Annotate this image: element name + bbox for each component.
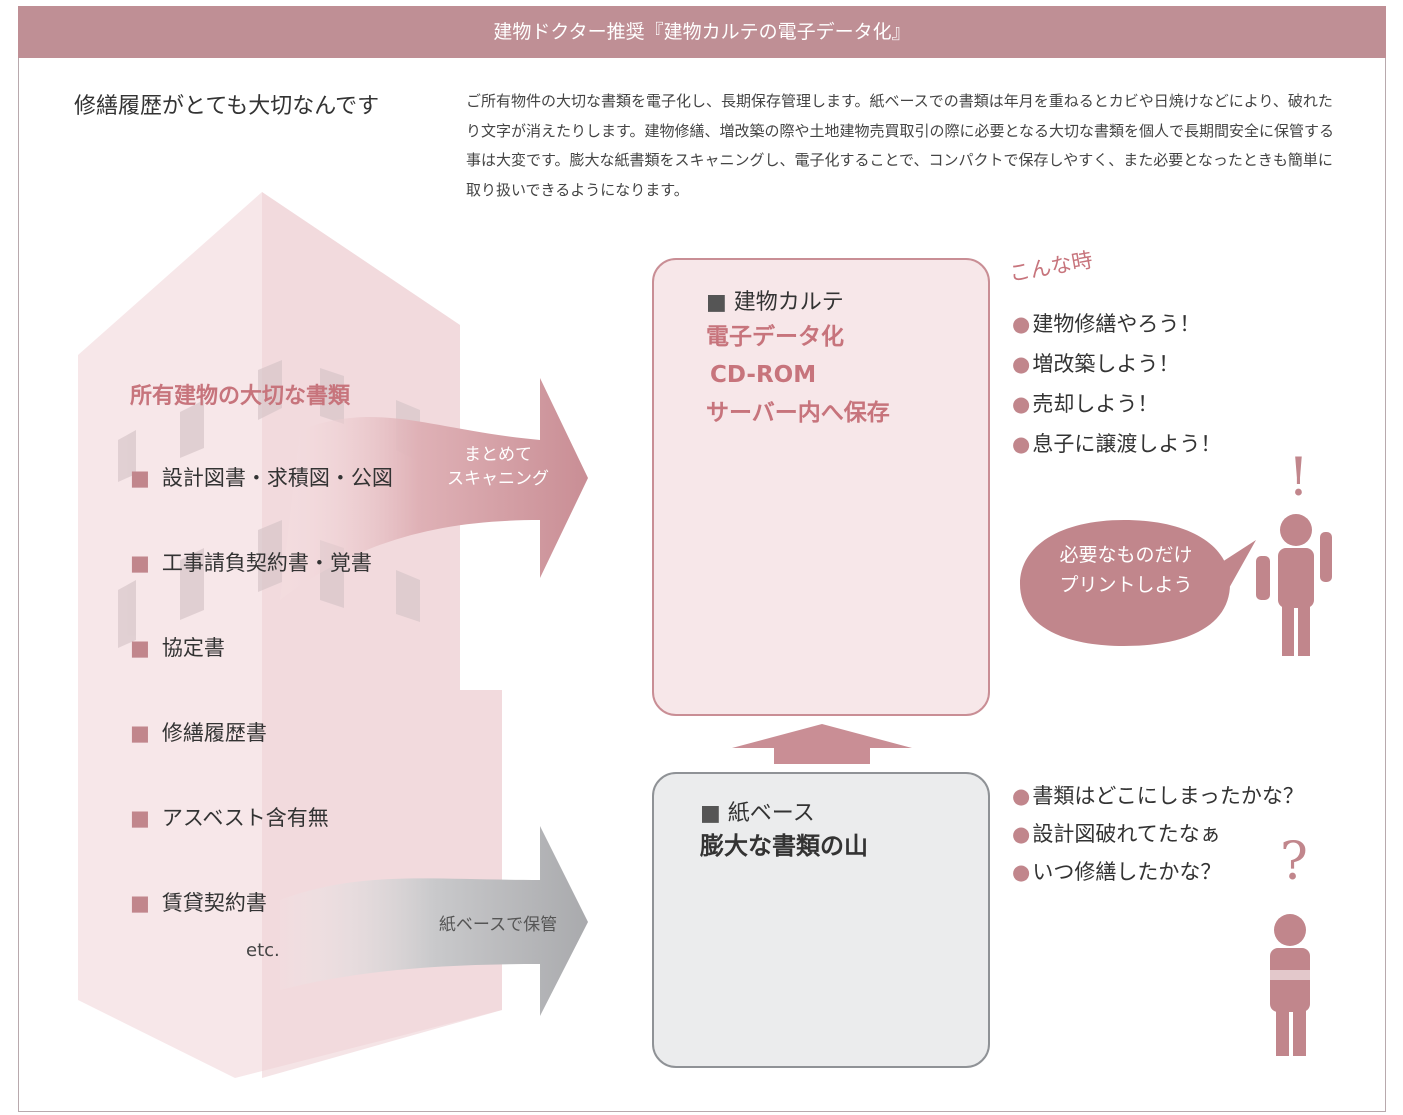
list-item: ●増改築しよう！ <box>1012 352 1180 376</box>
speech-bubble <box>1020 520 1256 646</box>
digital-data-box <box>652 258 990 716</box>
paper-box-heading: ■ 紙ベース <box>700 801 815 826</box>
list-item: ■工事請負契約書・覚書 <box>130 551 372 575</box>
paper-base-box <box>652 772 990 1068</box>
list-item: ●書類はどこにしまったかな？ <box>1012 784 1304 808</box>
list-item: ●売却しよう！ <box>1012 392 1159 416</box>
intro-text: ご所有物件の大切な書類を電子化し、長期保存管理します。紙ベースでの書類は年月を重… <box>466 92 1335 199</box>
documents-title: 所有建物の大切な書類 <box>130 384 351 409</box>
list-item: ■協定書 <box>130 636 225 660</box>
speech-bubble-text: 必要なものだけ プリントしよう <box>1059 544 1193 596</box>
list-item: ■アスベスト含有無 <box>130 806 329 830</box>
page-header: 建物ドクター推奨『建物カルテの電子データ化』 <box>18 6 1386 58</box>
exclamation-icon: ! <box>1288 448 1309 508</box>
scan-arrow-label: まとめて スキャニング <box>447 445 549 489</box>
list-item: ■修繕履歴書 <box>130 721 267 745</box>
documents-list: ■設計図書・求積図・公図 ■工事請負契約書・覚書 ■協定書 ■修繕履歴書 ■アス… <box>130 462 393 972</box>
digital-line: サーバー内へ保存 <box>706 400 890 426</box>
list-item: ■賃貸契約書 <box>130 891 267 915</box>
building-windows <box>118 360 420 648</box>
digital-box-heading: ■ 建物カルテ <box>706 290 844 315</box>
digital-line: CD-ROM <box>710 362 817 388</box>
scan-arrow <box>280 378 588 600</box>
list-item: ■設計図書・求積図・公図 <box>130 466 393 490</box>
worries-list: ●書類はどこにしまったかな？ ●設計図破れてたなぁ ●いつ修繕したかな？ <box>1012 780 1304 894</box>
cases-list: ●建物修繕やろう！ ●増改築しよう！ ●売却しよう！ ●息子に譲渡しよう！ <box>1012 308 1221 468</box>
person-thinking-icon <box>1264 914 1316 1056</box>
up-arrow <box>732 724 912 764</box>
intro-subtitle: 修繕履歴がとても大切なんです <box>74 94 380 119</box>
list-item: ●息子に譲渡しよう！ <box>1012 432 1222 456</box>
digital-box-lines: 電子データ化 CD-ROM サーバー内へ保存 <box>706 318 890 432</box>
list-item: ●建物修繕やろう！ <box>1012 312 1201 336</box>
paper-arrow-label: 紙ベースで保管 <box>438 915 558 935</box>
paper-arrow <box>280 826 588 1016</box>
etc-label: etc. <box>246 940 280 961</box>
list-item: ●いつ修繕したかな？ <box>1012 860 1222 884</box>
list-item: ●設計図破れてたなぁ <box>1012 822 1221 846</box>
question-icon: ? <box>1280 832 1308 892</box>
paper-box-title: 膨大な書類の山 <box>700 832 868 860</box>
person-pointing-icon <box>1256 514 1332 656</box>
digital-line: 電子データ化 <box>706 324 844 350</box>
